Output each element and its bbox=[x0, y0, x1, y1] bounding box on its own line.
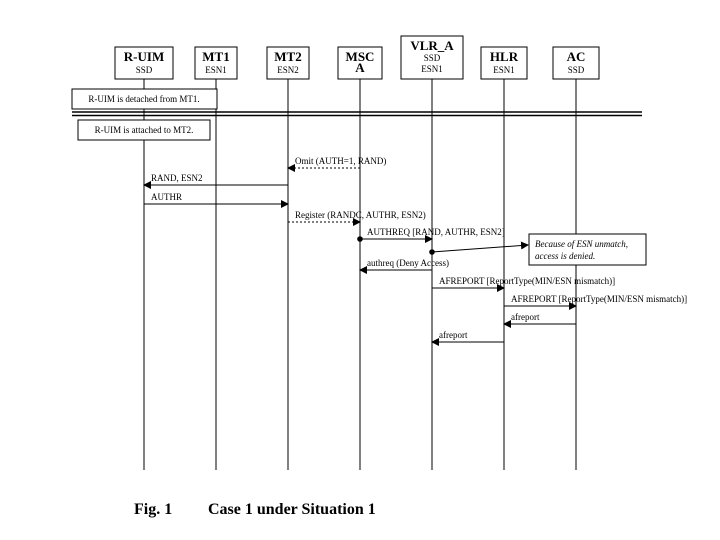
participant-mt1: MT1 ESN1 bbox=[194, 46, 238, 80]
participant-name: MT1 bbox=[202, 49, 229, 64]
note-esn-line2: access is denied. bbox=[535, 251, 595, 261]
message-label: Register (RANDC, AUTHR, ESN2) bbox=[295, 210, 426, 220]
message-label: AUTHREQ [RAND, AUTHR, ESN2] bbox=[367, 227, 505, 237]
participant-sub: SSD bbox=[136, 65, 153, 75]
participant-sub: SSD bbox=[568, 65, 585, 75]
note-attached-text: R-UIM is attached to MT2. bbox=[95, 125, 194, 135]
authreq-dot bbox=[357, 236, 363, 242]
message-label: afreport bbox=[511, 312, 540, 322]
note-detached: R-UIM is detached from MT1. bbox=[71, 88, 218, 110]
message-label: RAND, ESN2 bbox=[151, 173, 203, 183]
participant-ac: AC SSD bbox=[552, 46, 600, 80]
participant-name: MT2 bbox=[274, 49, 301, 64]
participant-name: VLR_A bbox=[410, 38, 454, 53]
message-label: afreport bbox=[439, 330, 468, 340]
esn-note-connector bbox=[431, 241, 529, 253]
participant-name-line1: MSC bbox=[346, 49, 375, 64]
participant-r-uim: R-UIM SSD bbox=[114, 46, 174, 80]
participant-sub: ESN2 bbox=[277, 65, 299, 75]
figure-title: Case 1 under Situation 1 bbox=[208, 501, 376, 518]
participant-name-line2: A bbox=[355, 60, 365, 75]
note-esn-line1: Because of ESN unmatch, bbox=[535, 239, 628, 249]
note-attached: R-UIM is attached to MT2. bbox=[77, 119, 211, 141]
participant-hlr: HLR ESN1 bbox=[480, 46, 528, 80]
message-label: AFREPORT [ReportType(MIN/ESN mismatch)] bbox=[511, 294, 687, 304]
message-label: AUTHR bbox=[151, 192, 182, 202]
esn-note-dot bbox=[429, 249, 435, 255]
figure-number: Fig. 1 bbox=[134, 501, 172, 518]
participant-sub: ESN1 bbox=[205, 65, 227, 75]
message-label: AFREPORT [ReportType(MIN/ESN mismatch)] bbox=[439, 276, 615, 286]
note-esn-unmatch: Because of ESN unmatch, access is denied… bbox=[528, 233, 647, 266]
participant-vlr-a: VLR_A SSD ESN1 bbox=[400, 35, 464, 80]
participant-sub2: ESN1 bbox=[421, 64, 443, 74]
participant-name: R-UIM bbox=[124, 49, 164, 64]
participant-name: AC bbox=[567, 49, 586, 64]
participant-sub: ESN1 bbox=[493, 65, 515, 75]
participant-mt2: MT2 ESN2 bbox=[266, 46, 310, 80]
message-label: Omit (AUTH=1, RAND) bbox=[295, 156, 386, 166]
participant-name: HLR bbox=[490, 49, 519, 64]
participant-sub: SSD bbox=[424, 53, 441, 63]
message-label: authreq (Deny Access) bbox=[367, 258, 449, 268]
note-detached-text: R-UIM is detached from MT1. bbox=[88, 94, 199, 104]
